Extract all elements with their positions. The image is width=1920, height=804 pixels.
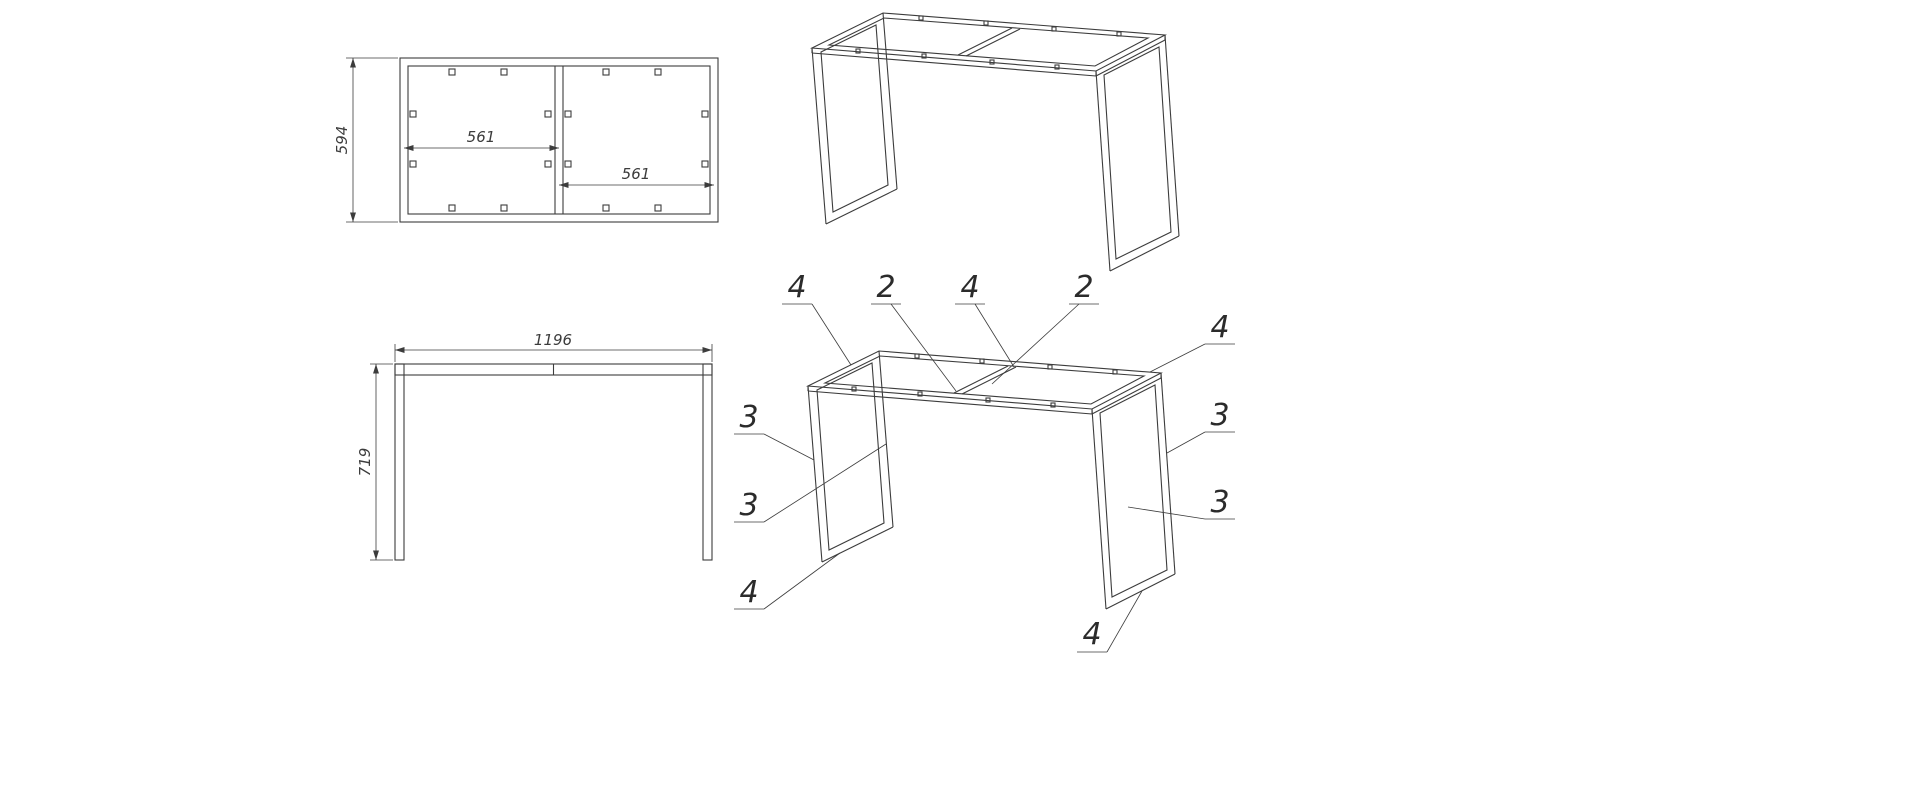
callout-number-right-foot: 4 bbox=[1082, 617, 1101, 652]
top-view: 594 561 561 bbox=[333, 57, 719, 223]
isometric-view-plain bbox=[811, 12, 1180, 272]
top-view-hole-markers bbox=[409, 68, 709, 212]
dim-top-view-height: 594 bbox=[333, 126, 351, 155]
table-frame-isometric-annotated bbox=[807, 350, 1176, 610]
callout-number-right-leg-back: 3 bbox=[1210, 398, 1229, 433]
top-view-dimension-lines bbox=[346, 57, 714, 223]
front-view: 1196 719 bbox=[356, 331, 713, 561]
isometric-view-annotated: 4 2 4 2 4 3 3 4 3 3 4 bbox=[734, 270, 1235, 653]
top-view-frame bbox=[399, 57, 719, 223]
callout-number-left-leg-back: 3 bbox=[739, 488, 758, 523]
front-view-dimension-lines bbox=[370, 344, 713, 561]
callout-number-crossbar-left: 2 bbox=[876, 270, 895, 305]
callout-number-bracket-center: 4 bbox=[960, 270, 979, 305]
dim-front-view-height: 719 bbox=[356, 448, 374, 477]
dim-top-view-bay1: 561 bbox=[467, 128, 496, 146]
table-frame-isometric bbox=[811, 12, 1180, 272]
callout-leader-lines bbox=[734, 303, 1235, 653]
callout-number-left-foot: 4 bbox=[739, 575, 758, 610]
dim-front-view-width: 1196 bbox=[534, 331, 572, 349]
callout-number-frame-top-left: 4 bbox=[787, 270, 806, 305]
dim-top-view-bay2: 561 bbox=[622, 165, 651, 183]
callout-number-crossbar-right: 2 bbox=[1074, 270, 1093, 305]
callout-number-frame-top-right: 4 bbox=[1210, 310, 1229, 345]
callout-number-right-leg-front: 3 bbox=[1210, 485, 1229, 520]
front-view-frame bbox=[394, 363, 713, 561]
callout-number-left-leg-front: 3 bbox=[739, 400, 758, 435]
